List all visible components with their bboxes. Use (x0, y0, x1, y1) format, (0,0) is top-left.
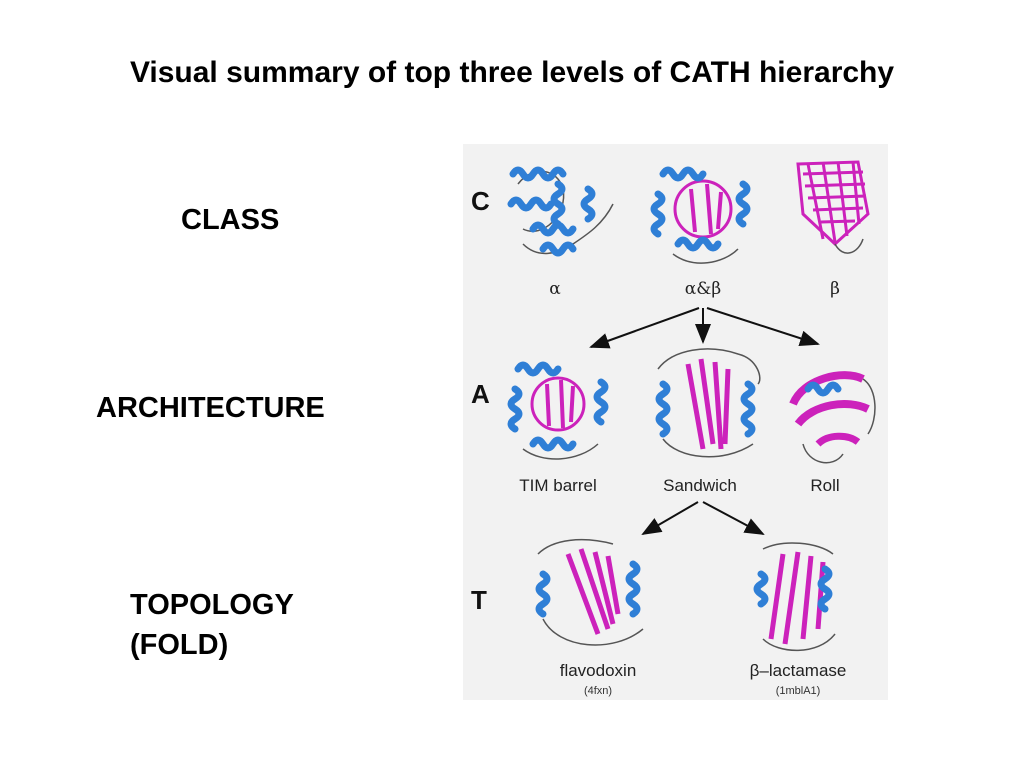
pdb-id-beta-lactamase: (1mblA1) (776, 685, 821, 697)
structure-beta-lactamase (753, 542, 836, 652)
arrows-architecture-to-topology (641, 501, 765, 536)
caption-alpha-beta: α&β (685, 279, 721, 299)
level-label-topology: TOPOLOGY (FOLD) (130, 585, 294, 665)
row-letter-t: T (471, 585, 487, 615)
pdb-id-flavodoxin: (4fxn) (584, 685, 612, 697)
caption-beta-lactamase: β–lactamase (750, 661, 847, 680)
level-label-architecture: ARCHITECTURE (96, 392, 325, 424)
structure-alpha-beta (650, 166, 751, 264)
structure-tim-barrel (507, 361, 609, 460)
row-letter-c: C (471, 186, 490, 216)
structure-alpha (507, 166, 614, 257)
caption-tim-barrel: TIM barrel (519, 476, 596, 495)
caption-sandwich: Sandwich (663, 476, 737, 495)
caption-beta: β (830, 279, 840, 299)
arrows-class-to-architecture (589, 307, 820, 349)
structure-sandwich (655, 348, 761, 458)
page-title: Visual summary of top three levels of CA… (129, 56, 895, 89)
cath-figure: C A T (463, 144, 888, 700)
structure-beta (796, 160, 870, 254)
cath-figure-svg: C A T (471, 160, 876, 697)
caption-flavodoxin: flavodoxin (560, 661, 637, 680)
caption-alpha: α (549, 279, 561, 299)
row-letter-a: A (471, 379, 490, 409)
structure-flavodoxin (535, 538, 644, 646)
structure-roll (789, 371, 876, 464)
topology-line-2: (FOLD) (130, 629, 229, 661)
level-label-class: CLASS (181, 204, 280, 236)
caption-roll: Roll (810, 476, 839, 495)
topology-line-1: TOPOLOGY (130, 589, 294, 621)
